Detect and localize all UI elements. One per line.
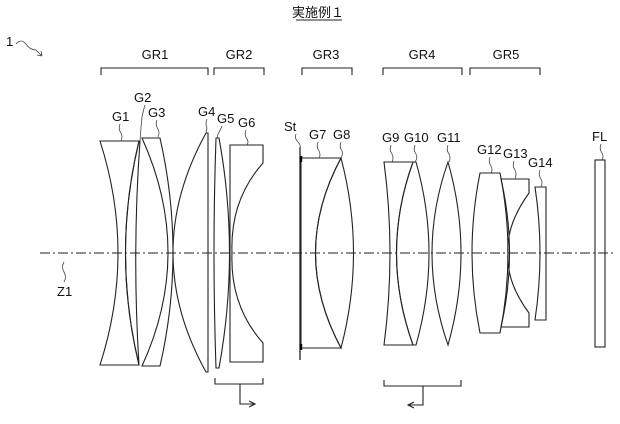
arrow-right-icon (248, 400, 257, 408)
gr4-movement-bracket (383, 380, 462, 406)
lens-g3 (141, 137, 174, 367)
lens-g6 (229, 144, 264, 363)
label-g7: G7 (309, 127, 326, 142)
filter-fl (594, 159, 606, 348)
lens-g5 (213, 137, 231, 369)
group-gr4: GR4 (382, 47, 463, 75)
label-g13: G13 (503, 146, 528, 161)
stop-leader (294, 133, 301, 149)
label-g10: G10 (404, 130, 429, 145)
figure-title: 実施例１ (292, 5, 344, 21)
stop-label: St (284, 119, 297, 134)
figure-reference: 1 (6, 34, 13, 49)
label-g6: G6 (238, 115, 255, 130)
reference-arrow-icon (15, 40, 43, 57)
svg-text:GR4: GR4 (409, 47, 436, 62)
lens-g10 (395, 161, 430, 346)
label-fl: FL (592, 129, 607, 144)
arrow-left-icon (406, 401, 415, 409)
label-g2: G2 (134, 90, 151, 105)
label-g5: G5 (217, 111, 234, 126)
svg-text:GR2: GR2 (226, 47, 253, 62)
lens-g13 (500, 178, 530, 328)
svg-text:GR1: GR1 (142, 47, 169, 62)
lens-g4 (172, 132, 209, 373)
label-g4: G4 (198, 104, 215, 119)
label-g3: G3 (148, 105, 165, 120)
group-gr2: GR2 (213, 47, 265, 75)
svg-text:GR5: GR5 (493, 47, 520, 62)
group-gr3: GR3 (301, 47, 353, 75)
axis-label: Z1 (57, 284, 72, 299)
lens-g12 (471, 172, 509, 334)
group-gr5: GR5 (469, 47, 541, 75)
lens-g11 (431, 160, 462, 347)
svg-text:GR3: GR3 (313, 47, 340, 62)
label-g9: G9 (382, 130, 399, 145)
element-labels: G1 G2 G3 G4 G5 G6 G7 G8 G9 G10 G11 G12 G… (112, 90, 607, 188)
axis-leader (62, 261, 66, 283)
lens-g14 (534, 186, 547, 321)
label-g1: G1 (112, 109, 129, 124)
label-g14: G14 (528, 155, 553, 170)
label-g11: G11 (437, 130, 461, 145)
lens-g2 (124, 140, 141, 366)
group-gr1: GR1 (100, 47, 209, 75)
gr2-movement-bracket (214, 378, 264, 405)
lens-g8 (315, 156, 355, 350)
label-g8: G8 (333, 127, 350, 142)
label-g12: G12 (477, 142, 502, 157)
